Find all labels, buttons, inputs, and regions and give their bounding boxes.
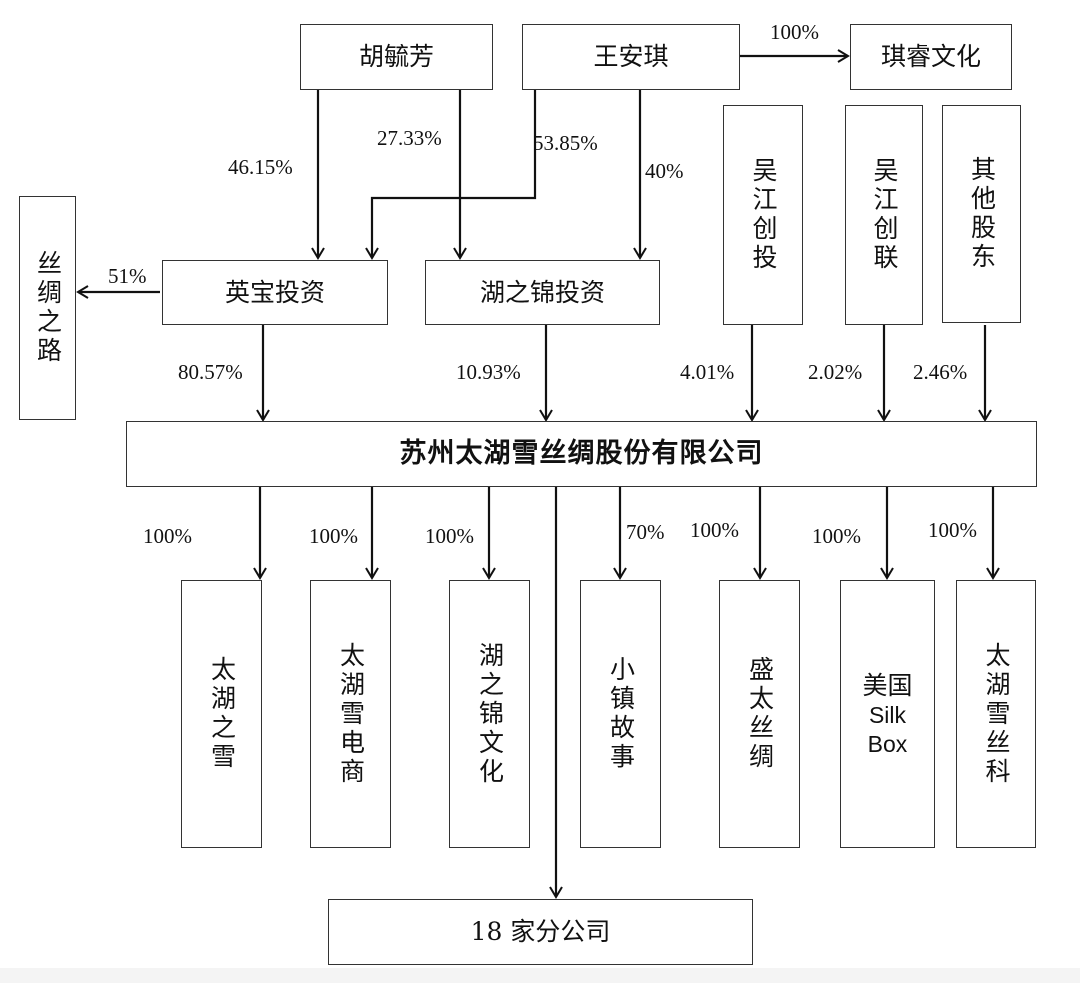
node-label-cn: 美国: [862, 670, 913, 700]
pct-yingbao-sichou: 51%: [108, 264, 147, 288]
node-label: 18 家分公司: [470, 917, 611, 946]
node-wujiang-chuanglian: 吴江创联: [845, 105, 923, 325]
pct-wujiangcl-company: 2.02%: [808, 360, 863, 384]
pct-huzhijin-wenhua: 100%: [425, 524, 474, 548]
pct-wang-yingbao: 53.85%: [533, 131, 598, 155]
node-wang-anqi: 王安琪: [522, 24, 740, 90]
node-label: 丝绸之路: [33, 250, 63, 366]
node-shengtai-sichou: 盛太丝绸: [719, 580, 800, 848]
pct-silkbox: 100%: [812, 524, 861, 548]
node-taihu-zhixue: 太湖之雪: [181, 580, 262, 848]
node-label: 太湖雪电商: [336, 641, 366, 787]
pct-wang-qirui: 100%: [770, 20, 819, 44]
node-huzhijin-touzi: 湖之锦投资: [425, 260, 660, 325]
node-qita-gudong: 其他股东: [942, 105, 1021, 323]
pct-hu-huzhijin: 27.33%: [377, 126, 442, 150]
pct-huzhijin-company: 10.93%: [456, 360, 521, 384]
node-wujiang-chuangtou: 吴江创投: [723, 105, 803, 325]
node-label-en-2: Box: [867, 730, 908, 757]
edge-wang-yingbao: [365, 90, 537, 260]
pct-hu-yingbao: 46.15%: [228, 155, 293, 179]
pct-sike: 100%: [928, 518, 977, 542]
node-label: 湖之锦投资: [479, 277, 605, 307]
node-label: 英宝投资: [224, 277, 325, 307]
pct-xiaozhen: 70%: [626, 520, 665, 544]
bottom-band: [0, 968, 1080, 983]
node-label: 太湖之雪: [207, 656, 237, 772]
node-company: 苏州太湖雪丝绸股份有限公司: [126, 421, 1037, 487]
node-huzhijin-wenhua: 湖之锦文化: [449, 580, 530, 848]
node-branches: 18 家分公司: [328, 899, 753, 965]
pct-yingbao-company: 80.57%: [178, 360, 243, 384]
node-taihuxue-dianshang: 太湖雪电商: [310, 580, 391, 848]
node-label: 琪睿文化: [880, 42, 981, 71]
pct-dianshang: 100%: [309, 524, 358, 548]
pct-wujiangct-company: 4.01%: [680, 360, 735, 384]
node-label: 其他股东: [967, 156, 997, 272]
pct-shengtai: 100%: [690, 518, 739, 542]
node-label: 太湖雪丝科: [982, 641, 1011, 787]
node-label: 小镇故事: [606, 656, 636, 772]
node-sichou-zhilu: 丝绸之路: [19, 196, 76, 420]
pct-qita-company: 2.46%: [913, 360, 968, 384]
node-label-en-1: Silk: [868, 701, 907, 728]
node-yingbao-touzi: 英宝投资: [162, 260, 388, 325]
node-label: 胡毓芳: [358, 42, 434, 71]
node-label: 王安琪: [593, 42, 669, 71]
node-taihuxue-sike: 太湖雪丝科: [956, 580, 1036, 848]
company-name: 苏州太湖雪丝绸股份有限公司: [399, 437, 764, 469]
node-label: 吴江创联: [870, 157, 899, 273]
node-label: 盛太丝绸: [745, 656, 775, 772]
node-hu-yufang: 胡毓芳: [300, 24, 493, 90]
pct-taihu-zhixue: 100%: [143, 524, 192, 548]
node-meiguo-silkbox: 美国 Silk Box: [840, 580, 935, 848]
node-qirui-wenhua: 琪睿文化: [850, 24, 1012, 90]
node-label: 吴江创投: [749, 157, 778, 273]
node-xiaozhen-gushi: 小镇故事: [580, 580, 661, 848]
pct-wang-huzhijin: 40%: [645, 159, 684, 183]
node-label: 湖之锦文化: [475, 641, 505, 787]
